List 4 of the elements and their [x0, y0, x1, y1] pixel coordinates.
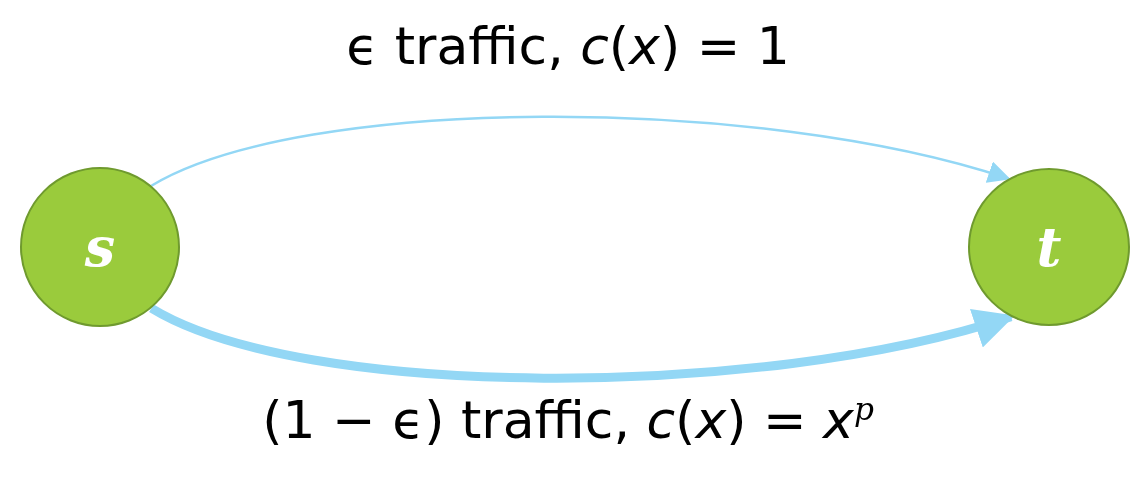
node-label: s	[84, 220, 116, 274]
node-label: t	[1036, 220, 1062, 274]
arrow	[150, 115, 1011, 187]
arrow	[149, 304, 1015, 383]
